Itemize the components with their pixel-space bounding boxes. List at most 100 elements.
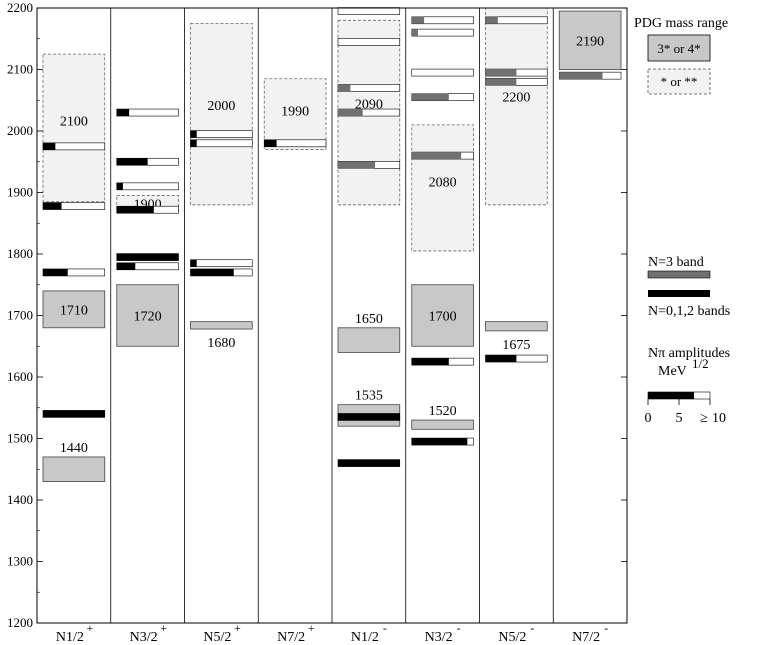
legend-amp-ge-symbol: ≥ xyxy=(700,411,708,426)
state-bar-fill xyxy=(411,438,468,446)
legend-amp-ticklabel-5: 5 xyxy=(676,411,683,426)
pdg-box-strong xyxy=(116,284,179,347)
legend-amp-ticklabel-10: 10 xyxy=(712,411,726,426)
plot-frame xyxy=(36,7,628,624)
state-bar-fill xyxy=(116,262,136,270)
pdg-label: 1650 xyxy=(355,312,383,327)
legend-amp-ticklabel-0: 0 xyxy=(645,411,652,426)
legend-amp-unit: MeV xyxy=(658,364,687,379)
y-tick-label: 1800 xyxy=(7,246,33,261)
state-bar-outline xyxy=(411,68,474,77)
pdg-label: 1990 xyxy=(281,105,309,120)
state-bar-outline xyxy=(337,7,401,15)
state-bar-fill xyxy=(338,109,363,117)
state-bar-fill xyxy=(43,268,68,276)
state-bar-fill xyxy=(411,358,449,366)
x-tick-label-parity: + xyxy=(234,621,241,635)
pdg-box-weak xyxy=(263,78,327,150)
state-bar-fill xyxy=(190,259,197,267)
state-bar-outline xyxy=(190,130,253,138)
x-tick-label: N5/2 xyxy=(203,630,231,645)
state-bar-fill xyxy=(116,253,179,261)
state-bar-outline xyxy=(411,28,474,37)
y-axis: 1200130014001500160017001800190020002100… xyxy=(7,0,627,630)
state-bar-outline xyxy=(190,259,253,268)
state-bar-fill xyxy=(264,139,277,147)
pdg-box-strong xyxy=(411,419,474,430)
x-tick-label-parity: + xyxy=(160,621,167,635)
state-bar-fill xyxy=(116,158,148,166)
legend-pdg-weak-swatch xyxy=(647,68,711,95)
state-bar-fill xyxy=(485,78,517,86)
pdg-label: 2090 xyxy=(355,97,383,112)
pdg-label: 1520 xyxy=(429,404,457,419)
y-tick-label: 1400 xyxy=(7,492,33,507)
state-bar-fill xyxy=(43,202,62,210)
state-bar-fill xyxy=(411,152,462,160)
y-tick-label: 2000 xyxy=(7,123,33,138)
legend-amp-bar-fill xyxy=(648,392,694,399)
pdg-box-strong xyxy=(42,290,106,329)
pdg-label: 1675 xyxy=(502,338,530,353)
x-tick-label: N1/2 xyxy=(351,630,379,645)
state-bar-fill xyxy=(190,139,197,147)
state-bar-fill xyxy=(411,16,425,24)
pdg-label: 2200 xyxy=(502,91,530,106)
pdg-label: 1710 xyxy=(60,303,88,318)
state-bar-fill xyxy=(338,459,400,467)
legend-amp-title: Nπ amplitudes xyxy=(648,346,730,361)
x-tick-label: N7/2 xyxy=(277,630,305,645)
pdg-box-weak xyxy=(42,53,106,203)
state-bar-outline xyxy=(116,182,179,191)
y-tick-label: 1700 xyxy=(7,308,33,323)
state-bar-fill xyxy=(116,206,154,214)
legend-n3-swatch xyxy=(647,270,711,279)
state-bar-fill xyxy=(411,29,418,37)
state-bar-fill xyxy=(338,84,351,92)
pdg-label: 1720 xyxy=(134,310,162,325)
state-bar-fill xyxy=(43,142,56,150)
y-tick-label: 1900 xyxy=(7,185,33,200)
state-bar-fill xyxy=(485,69,517,77)
legend: PDG mass range 3* or 4* * or ** N=3 band… xyxy=(634,16,730,426)
state-bar-fill xyxy=(190,268,234,276)
y-tick-label: 2100 xyxy=(7,62,33,77)
x-tick-label: N5/2 xyxy=(498,630,526,645)
pdg-label: 2080 xyxy=(429,176,457,191)
x-tick-label-parity: - xyxy=(383,621,387,635)
y-tick-label: 1200 xyxy=(7,615,33,630)
pdg-label: 2000 xyxy=(207,99,235,114)
state-bar-fill xyxy=(190,130,197,138)
pdg-box-weak xyxy=(411,124,474,252)
state-bar-fill xyxy=(485,16,498,24)
pdg-box-strong xyxy=(42,456,106,482)
state-bar-fill xyxy=(116,182,123,190)
state-bar-fill xyxy=(338,161,376,169)
pdg-label: 1440 xyxy=(60,441,88,456)
x-tick-label: N3/2 xyxy=(425,630,453,645)
pdg-label: 2190 xyxy=(576,34,604,49)
state-bar-outline xyxy=(337,38,401,46)
pdg-label: 1700 xyxy=(429,310,457,325)
pdg-box-weak xyxy=(485,7,548,206)
legend-pdg-title: PDG mass range xyxy=(634,16,728,31)
column-dividers xyxy=(110,8,554,623)
legend-n012-label: N=0,1,2 bands xyxy=(648,304,730,319)
legend-pdg-weak-label: * or ** xyxy=(661,74,698,89)
x-tick-label: N7/2 xyxy=(572,630,600,645)
legend-n3-label: N=3 band xyxy=(648,255,704,270)
state-bar-fill xyxy=(338,413,400,421)
state-bar-fill xyxy=(43,410,105,418)
state-bar-fill xyxy=(411,93,449,101)
y-tick-label: 1500 xyxy=(7,431,33,446)
state-bar-outline xyxy=(190,139,253,148)
x-tick-label-parity: - xyxy=(530,621,534,635)
legend-amp-unit-exponent: 1/2 xyxy=(692,356,709,371)
y-tick-label: 1600 xyxy=(7,369,33,384)
pdg-label: 1680 xyxy=(207,336,235,351)
x-tick-label-parity: - xyxy=(457,621,461,635)
x-tick-label-parity: + xyxy=(308,621,315,635)
pdg-box-strong xyxy=(337,327,401,353)
pdg-box-strong xyxy=(190,321,253,330)
